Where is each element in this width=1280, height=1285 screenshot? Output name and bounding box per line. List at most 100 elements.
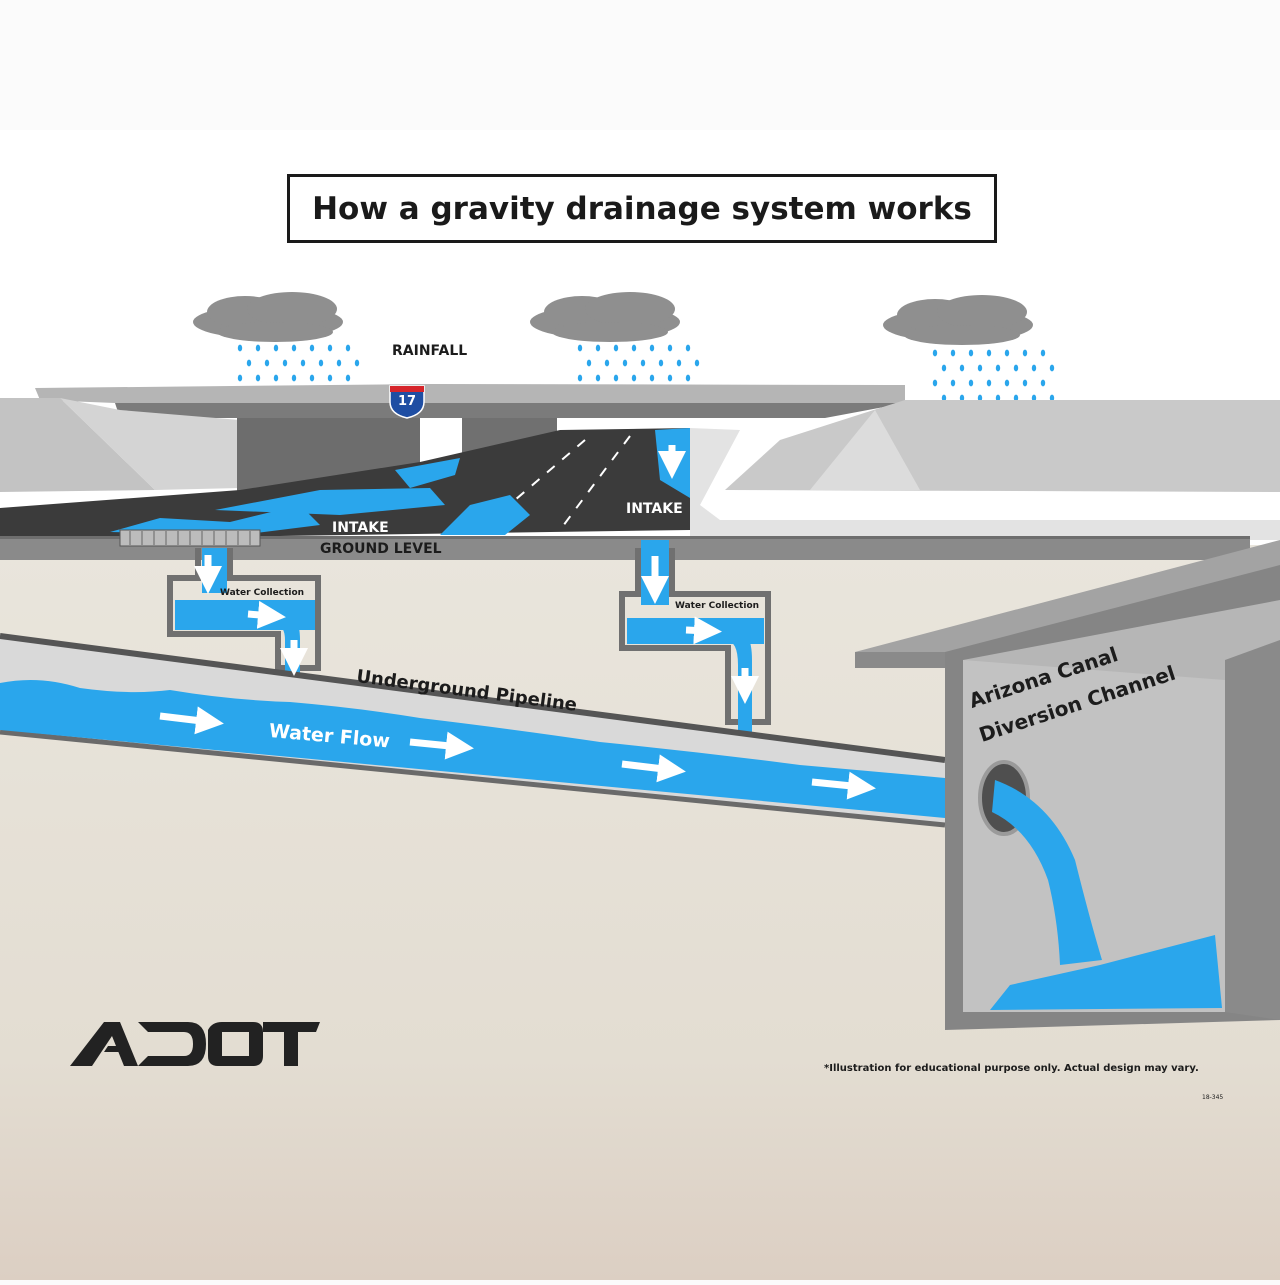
ground-slab xyxy=(0,538,1250,560)
collection-box-right xyxy=(619,548,771,725)
rain-drop xyxy=(968,379,974,387)
rain-drop xyxy=(631,374,637,382)
rain-drop xyxy=(1049,394,1055,402)
rain-drop xyxy=(577,374,583,382)
channel-lip xyxy=(855,652,945,668)
rain-drop xyxy=(586,359,592,367)
rain-drop xyxy=(291,344,297,352)
outfall-stream xyxy=(992,780,1102,965)
rain-drop xyxy=(649,374,655,382)
collection-box-left xyxy=(167,548,321,671)
rain-drop xyxy=(959,364,965,372)
pipeline-bottom-edge xyxy=(0,729,946,828)
rain-drop xyxy=(246,359,252,367)
rain-drop xyxy=(336,359,342,367)
cloud-left xyxy=(193,292,343,342)
embankment-right-face xyxy=(810,410,920,490)
rain-drop xyxy=(264,359,270,367)
rain-drop xyxy=(327,344,333,352)
rain-drop xyxy=(255,344,261,352)
pipeline-top-edge xyxy=(0,633,946,763)
rain-drop xyxy=(354,359,360,367)
channel-water xyxy=(990,935,1222,1010)
rain-drop xyxy=(300,359,306,367)
rain-drop xyxy=(694,359,700,367)
rain-drop xyxy=(959,394,965,402)
rain-drop xyxy=(1031,394,1037,402)
intake-label-right: INTAKE xyxy=(626,501,683,517)
underpass-gap-left xyxy=(420,418,462,442)
rain-drop xyxy=(613,374,619,382)
rain-drop xyxy=(309,374,315,382)
embankment-left xyxy=(0,398,155,492)
rain-drop xyxy=(595,374,601,382)
ground-level-label: GROUND LEVEL xyxy=(320,541,442,557)
rain-drop xyxy=(1013,364,1019,372)
channel-back-wall xyxy=(963,660,1225,1012)
rain-drop xyxy=(1031,364,1037,372)
rain-drop xyxy=(950,379,956,387)
embankment-left-face xyxy=(60,398,240,490)
top-band xyxy=(0,0,1280,130)
rain-drop xyxy=(291,374,297,382)
grate-bars xyxy=(129,531,251,545)
rain-drop xyxy=(1004,379,1010,387)
rain-drop xyxy=(685,374,691,382)
rain-drop xyxy=(1022,379,1028,387)
rain-drop xyxy=(604,359,610,367)
rain-drop xyxy=(676,359,682,367)
rain-drop xyxy=(986,349,992,357)
adot-logo xyxy=(70,1022,320,1066)
rain-drop xyxy=(995,394,1001,402)
rain-drop xyxy=(595,344,601,352)
rainfall-label: RAINFALL xyxy=(392,343,468,359)
rain-drop xyxy=(1022,349,1028,357)
document-code: 18-345 xyxy=(1202,1094,1224,1101)
rain-drop xyxy=(667,374,673,382)
rain-drop xyxy=(932,349,938,357)
intake-label-left: INTAKE xyxy=(332,520,389,536)
bridge-top xyxy=(35,384,905,403)
rain-drop xyxy=(950,349,956,357)
rain-drop xyxy=(282,359,288,367)
rain-drop xyxy=(631,344,637,352)
ground-slab-edge xyxy=(0,536,1250,539)
rain-drop xyxy=(640,359,646,367)
cloud-right xyxy=(883,295,1033,345)
rain-drop xyxy=(977,394,983,402)
rain-drop xyxy=(345,374,351,382)
rain-drop xyxy=(977,364,983,372)
rain-drop xyxy=(941,394,947,402)
rain-drop xyxy=(237,374,243,382)
rain-drop xyxy=(1004,349,1010,357)
rain-drop xyxy=(995,364,1001,372)
rain-drop xyxy=(932,379,938,387)
rain-drop xyxy=(318,359,324,367)
cloud-middle xyxy=(530,292,680,342)
rain-drop xyxy=(1040,349,1046,357)
road-flooding xyxy=(110,428,690,535)
rain-drop xyxy=(941,364,947,372)
lane-markings xyxy=(479,435,631,531)
rain-drop xyxy=(622,359,628,367)
disclaimer-note: *Illustration for educational purpose on… xyxy=(824,1063,1199,1074)
water-collection-label-right: Water Collection xyxy=(675,601,760,611)
i17-shield-icon xyxy=(389,385,425,419)
rain-drop xyxy=(273,374,279,382)
diagram-title: How a gravity drainage system works xyxy=(287,174,997,243)
rain-drop xyxy=(1013,394,1019,402)
rain-drop xyxy=(649,344,655,352)
channel-side-wall xyxy=(1225,640,1280,1020)
rain-drop xyxy=(1049,364,1055,372)
sidewalk-right xyxy=(690,428,1280,540)
rain-drop xyxy=(968,349,974,357)
rain-drop xyxy=(667,344,673,352)
rain-drop xyxy=(255,374,261,382)
bridge-deck xyxy=(115,403,905,418)
rain-drop xyxy=(345,344,351,352)
rain-drop xyxy=(613,344,619,352)
water-collection-label-left: Water Collection xyxy=(220,588,305,598)
rain-drop xyxy=(273,344,279,352)
rain-drop xyxy=(577,344,583,352)
